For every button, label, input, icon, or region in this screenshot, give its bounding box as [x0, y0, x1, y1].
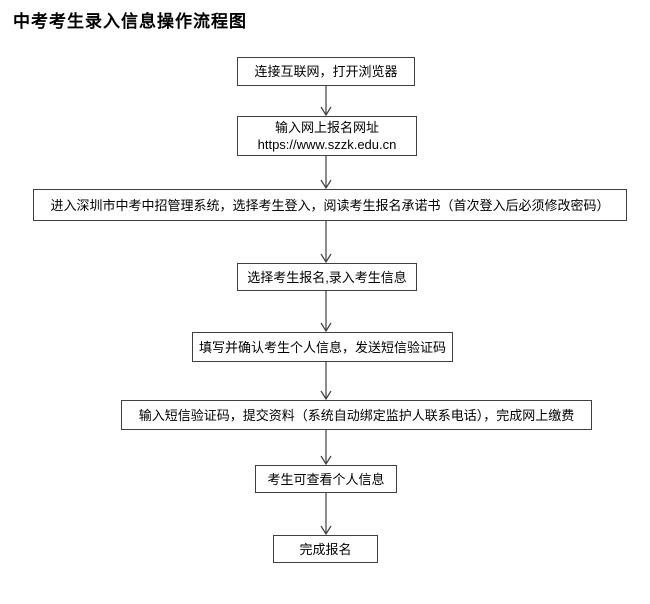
arrow-down-icon: [320, 362, 332, 401]
step-enter-url: 输入网上报名网址 https://www.szzk.edu.cn: [237, 116, 417, 156]
step-label: 考生可查看个人信息: [267, 471, 385, 487]
step-view-personal-info: 考生可查看个人信息: [255, 465, 397, 493]
step-label: 连接互联网，打开浏览器: [254, 64, 398, 79]
step-complete-registration: 完成报名: [273, 535, 378, 563]
step-label: 输入短信验证码，提交资料（系统自动绑定监护人联系电话），完成网上缴费: [138, 407, 575, 423]
step-select-registration: 选择考生报名,录入考生信息: [237, 263, 417, 291]
step-label: 输入网上报名网址: [274, 120, 379, 135]
arrow-down-icon: [320, 86, 332, 117]
step-label: 填写并确认考生个人信息，发送短信验证码: [198, 339, 446, 355]
step-label: 进入深圳市中考中招管理系统，选择考生登入，阅读考生报名承诺书（首次登入后必须修改…: [50, 197, 610, 213]
page-title: 中考考生录入信息操作流程图: [13, 12, 247, 31]
step-label: 完成报名: [299, 541, 352, 557]
arrow-down-icon: [320, 156, 332, 190]
arrow-down-icon: [320, 430, 332, 466]
step-url: https://www.szzk.edu.cn: [257, 137, 397, 152]
arrow-down-icon: [320, 221, 332, 264]
step-login-system: 进入深圳市中考中招管理系统，选择考生登入，阅读考生报名承诺书（首次登入后必须修改…: [33, 189, 627, 221]
step-submit-and-pay: 输入短信验证码，提交资料（系统自动绑定监护人联系电话），完成网上缴费: [121, 400, 592, 430]
arrow-down-icon: [320, 291, 332, 333]
arrow-down-icon: [320, 493, 332, 536]
step-label: 选择考生报名,录入考生信息: [247, 269, 407, 285]
step-confirm-personal-info: 填写并确认考生个人信息，发送短信验证码: [192, 332, 453, 362]
step-connect-internet: 连接互联网，打开浏览器: [237, 57, 415, 86]
